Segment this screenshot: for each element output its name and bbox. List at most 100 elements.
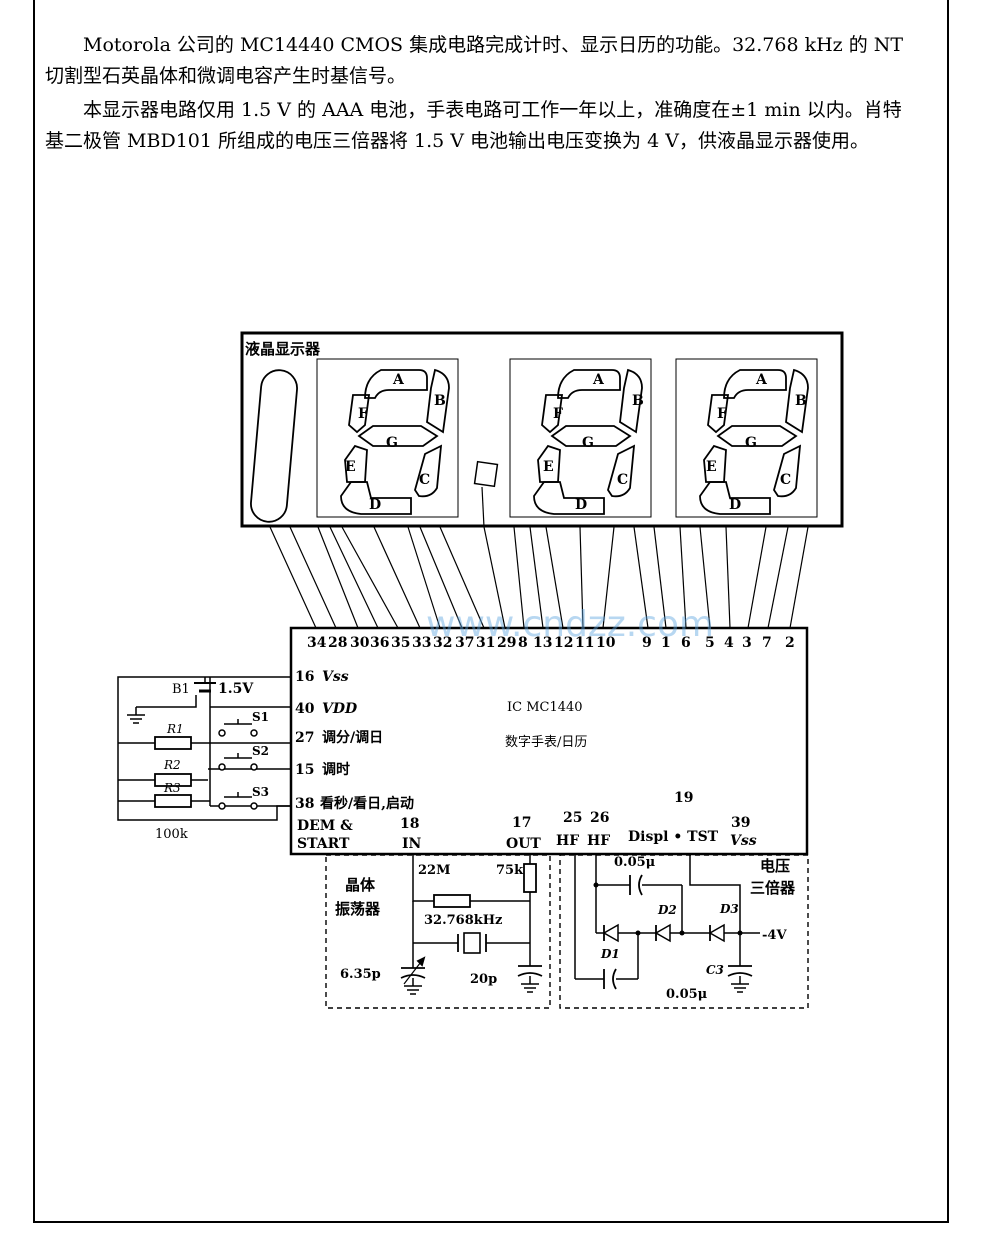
pin-27-label: 调分/调日 — [322, 730, 383, 746]
in-label: IN — [402, 836, 422, 852]
seg-label-f: F — [358, 406, 368, 422]
start-label: START — [297, 836, 350, 852]
pin-label: 6 — [681, 635, 691, 651]
pin-label: 11 — [575, 635, 594, 651]
seg-label-d: D — [575, 497, 587, 513]
pin-label: 33 — [412, 635, 431, 651]
pin-label: 28 — [328, 635, 347, 651]
tripler-label-2: 三倍器 — [750, 879, 796, 897]
lcd-title: 液晶显示器 — [245, 340, 321, 358]
ic-left-pins: 16 Vss 40 VDD 27 调分/调日 15 调时 38 看秒/看日,启动 — [295, 669, 414, 812]
s3-label: S3 — [252, 785, 269, 799]
pin-label: 32 — [433, 635, 452, 651]
pin-25: 25 — [563, 810, 582, 826]
output-voltage: -4V — [762, 928, 787, 943]
pin-label: 1 — [661, 635, 671, 651]
ground-icon — [126, 706, 146, 724]
seg-label-f: F — [553, 406, 563, 422]
seg-label-a: A — [592, 372, 605, 388]
diode-d1-icon — [603, 924, 619, 942]
lcd-digit-1 — [316, 358, 459, 518]
battery-b1: B1 1.5V — [172, 677, 254, 697]
segment-labels-1: A B F G E C D — [345, 372, 446, 513]
trim-capacitor — [400, 956, 426, 985]
r3-value: 100k — [155, 827, 188, 842]
c-bottom-label: 0.05μ — [666, 987, 708, 1002]
pin-16-label: Vss — [322, 669, 349, 685]
pin-15-label: 调时 — [322, 761, 350, 778]
pin-label: 35 — [391, 635, 410, 651]
displ-tst-label: Displ • TST — [628, 829, 719, 845]
seg-label-b: B — [434, 393, 446, 409]
hf-label-2: HF — [587, 833, 610, 849]
seg-label-g: G — [386, 435, 398, 451]
pin-label: 10 — [596, 635, 616, 651]
r1-label: R1 — [166, 722, 184, 736]
pin-label: 8 — [518, 635, 528, 651]
ground-icon — [730, 975, 750, 993]
seg-label-e: E — [706, 459, 717, 475]
pin-38-label: 看秒/看日,启动 — [319, 795, 414, 812]
ic-name: IC MC1440 — [507, 700, 583, 715]
trim-cap-label: 6.35p — [340, 967, 381, 982]
seg-label-e: E — [543, 459, 554, 475]
pin-label: 36 — [370, 635, 389, 651]
pin-label: 13 — [533, 635, 552, 651]
lcd-digit-one-bar — [250, 369, 298, 523]
pin-label: 3 — [742, 635, 752, 651]
tripler-label-1: 电压 — [760, 857, 790, 875]
intro-paragraph-1: Motorola 公司的 MC14440 CMOS 集成电路完成计时、显示日历的… — [45, 34, 904, 87]
lcd-display: 液晶显示器 A B F G E C D A B F G E — [240, 331, 844, 528]
ic-bottom-labels: DEM & START 18 IN 17 OUT 25 26 HF HF 19 … — [297, 790, 757, 852]
pin-label: 4 — [724, 635, 734, 651]
pin-label: 34 — [307, 635, 327, 651]
page-frame — [33, 0, 949, 1223]
pin-19: 19 — [674, 790, 693, 806]
s1-label: S1 — [252, 710, 269, 724]
out-label: OUT — [506, 836, 541, 852]
d3-label: D3 — [719, 902, 739, 916]
seg-label-c: C — [419, 472, 430, 488]
ground-icon — [520, 975, 540, 993]
crystal-oscillator: 晶体 振荡器 22M 75k 32.768kHz — [325, 854, 551, 1009]
resistor-75k — [523, 863, 537, 893]
c3-label: C3 — [706, 963, 724, 977]
lcd-wires — [269, 486, 809, 629]
intro-paragraph-2: 本显示器电路仅用 1.5 V 的 AAA 电池，手表电路可工作一年以上，准确度在… — [45, 99, 902, 152]
segment-labels-3: A B F G E C D — [706, 372, 807, 513]
dem-label: DEM & — [297, 818, 353, 834]
pin-40: 40 — [295, 701, 315, 717]
resistor-r2: R2 — [154, 758, 192, 787]
seg-label-g: G — [582, 435, 594, 451]
r2-label: R2 — [163, 758, 181, 772]
resistor-r3: R3 100k — [154, 781, 192, 842]
seg-label-d: D — [729, 497, 741, 513]
pin-label: 12 — [554, 635, 573, 651]
r-22m-label: 22M — [418, 863, 450, 878]
s2-label: S2 — [252, 744, 269, 758]
c-top-label: 0.05μ — [614, 855, 656, 870]
crystal-32768 — [457, 932, 487, 954]
seg-label-d: D — [369, 497, 381, 513]
pin-26: 26 — [590, 810, 609, 826]
vss-label: Vss — [730, 833, 757, 849]
battery-voltage: 1.5V — [218, 681, 254, 697]
segment-labels-2: A B F G E C D — [543, 372, 644, 513]
diode-d2-icon — [655, 924, 671, 942]
pin-27: 27 — [295, 730, 314, 746]
pin-16: 16 — [295, 669, 314, 685]
capacitor-20p — [517, 965, 543, 977]
pin-15: 15 — [295, 762, 314, 778]
seg-label-a: A — [392, 372, 405, 388]
watermark: www.cndzz.com — [426, 604, 714, 645]
pin-label: 2 — [785, 635, 795, 651]
battery-label: B1 — [172, 682, 190, 697]
control-circuit: B1 1.5V R1 R2 R3 100k S1 S2 S3 — [117, 676, 291, 842]
ic-mc14440: 34 28 30 36 35 33 32 37 31 29 8 13 12 11… — [289, 626, 809, 856]
seg-label-c: C — [780, 472, 791, 488]
capacitor-top — [629, 874, 643, 896]
r3-label: R3 — [163, 781, 181, 795]
pin-label: 9 — [642, 635, 652, 651]
seg-label-c: C — [617, 472, 628, 488]
seg-label-b: B — [795, 393, 807, 409]
